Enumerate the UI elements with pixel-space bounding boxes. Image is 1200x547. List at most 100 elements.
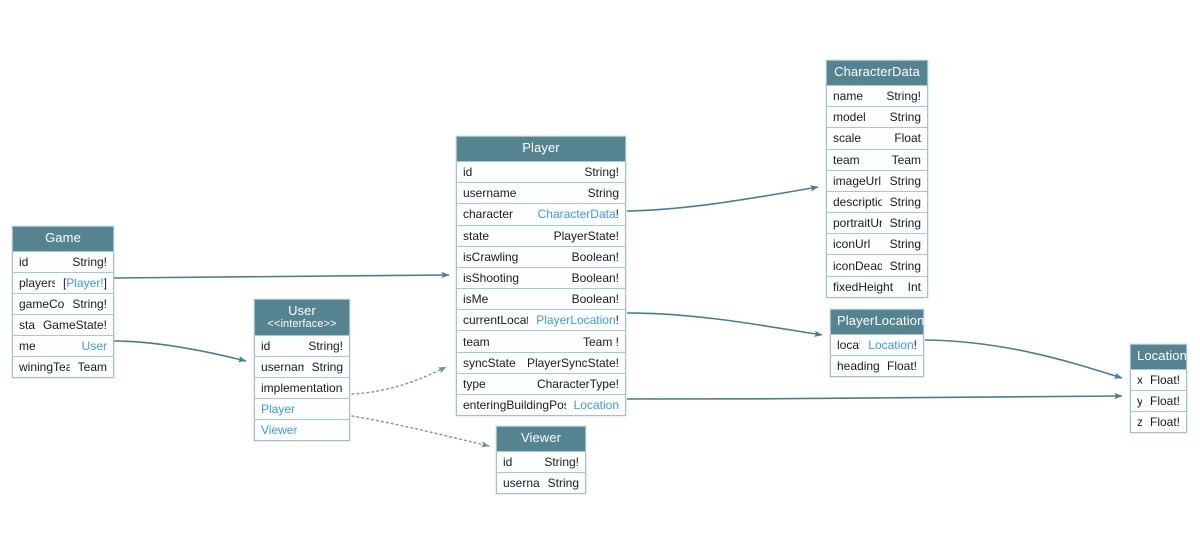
field-game-gamecode[interactable]: gameCode String!	[13, 292, 113, 314]
field-type: CharacterType!	[536, 376, 619, 391]
entity-playerlocation-title: PlayerLocation	[831, 310, 924, 334]
field-name: id	[463, 165, 473, 180]
field-game-winingteam[interactable]: winingTeam Team	[13, 355, 113, 377]
entity-user-stereotype: <<interface>>	[267, 317, 337, 330]
field-name: model	[833, 110, 866, 125]
edge-game-players-to-player	[113, 271, 450, 279]
field-characterdata-portraiturl[interactable]: portraitUrl String	[827, 212, 927, 234]
entity-player[interactable]: Player id String! username String charac…	[456, 136, 626, 417]
field-characterdata-icondeadurl[interactable]: iconDeadUrl String	[827, 254, 927, 276]
field-type: User	[82, 339, 107, 353]
field-characterdata-model[interactable]: model String	[827, 106, 927, 128]
field-characterdata-scale[interactable]: scale Float	[827, 127, 927, 149]
field-name: iconUrl	[833, 237, 871, 252]
entity-location-title: Location	[1131, 345, 1187, 369]
edge-player-currentlocation-to-playerlocation	[626, 312, 823, 338]
edge-game-me-to-user	[113, 340, 247, 363]
field-type: Float!	[1149, 414, 1180, 429]
entity-characterdata-title: CharacterData	[827, 61, 927, 85]
field-type: PlayerState!	[553, 228, 619, 243]
field-player-isshooting[interactable]: isShooting Boolean!	[457, 266, 625, 289]
field-name: enteringBuildingPosition	[463, 398, 566, 413]
type-suffix: !	[615, 207, 619, 222]
implementations-label: implementations	[261, 381, 343, 396]
field-name: isShooting	[463, 270, 520, 285]
field-characterdata-imageurl[interactable]: imageUrl String	[827, 169, 927, 191]
field-playerlocation-location[interactable]: location Location!	[831, 333, 923, 355]
field-type: Team	[77, 359, 107, 374]
field-type: Boolean!	[571, 292, 619, 307]
field-game-players[interactable]: players [Player!]	[13, 271, 113, 293]
implementation-player[interactable]: Player	[255, 398, 349, 420]
field-characterdata-name[interactable]: name String!	[827, 84, 927, 107]
field-type: String!	[72, 254, 107, 269]
field-type: PlayerLocation!	[536, 313, 619, 327]
field-player-state[interactable]: state PlayerState!	[457, 224, 625, 246]
field-location-y[interactable]: y Float!	[1131, 389, 1186, 411]
field-type: String	[889, 258, 921, 273]
field-player-username[interactable]: username String	[457, 182, 625, 204]
field-name: state	[19, 317, 35, 332]
type-link[interactable]: CharacterData	[537, 207, 616, 222]
field-name: description	[833, 194, 882, 209]
edge-player-entering-to-location	[626, 392, 1123, 400]
entity-user-name: User	[288, 303, 316, 318]
field-playerlocation-heading[interactable]: heading Float!	[831, 354, 923, 376]
type-link[interactable]: Location	[868, 337, 914, 352]
entity-characterdata[interactable]: CharacterData name String! model String …	[826, 60, 928, 298]
entity-user[interactable]: User <<interface>> id String! username S…	[254, 299, 350, 442]
field-viewer-username[interactable]: username String	[497, 471, 585, 493]
field-player-syncstate[interactable]: syncState PlayerSyncState!	[457, 351, 625, 373]
field-name: username	[261, 360, 304, 375]
field-player-team[interactable]: team Team !	[457, 330, 625, 352]
field-player-type[interactable]: type CharacterType!	[457, 372, 625, 394]
field-type: String	[889, 237, 921, 252]
field-type: CharacterData!	[538, 207, 619, 221]
entity-game[interactable]: Game id String! players [Player!] gameCo…	[12, 226, 114, 378]
field-type: String	[311, 360, 343, 375]
field-characterdata-iconurl[interactable]: iconUrl String	[827, 233, 927, 255]
field-viewer-id[interactable]: id String!	[497, 450, 585, 472]
field-type: Float!	[1149, 372, 1180, 387]
field-type: String!	[584, 165, 619, 180]
field-name: scale	[833, 131, 862, 146]
field-type: [Player!]	[63, 276, 107, 290]
field-player-currentlocation[interactable]: currentLocation PlayerLocation!	[457, 309, 625, 331]
field-location-x[interactable]: x Float!	[1131, 368, 1186, 390]
entity-location[interactable]: Location x Float! y Float! z Float!	[1130, 344, 1187, 433]
field-type: Int	[907, 279, 921, 294]
field-player-id[interactable]: id String!	[457, 160, 625, 183]
field-name: y	[1137, 393, 1142, 408]
field-name: isMe	[463, 292, 489, 307]
field-characterdata-fixedheight[interactable]: fixedHeight Int	[827, 275, 927, 297]
type-link[interactable]: PlayerLocation	[536, 313, 616, 328]
implementation-name[interactable]: Viewer	[261, 423, 298, 438]
field-user-id[interactable]: id String!	[255, 335, 349, 357]
field-name: username	[503, 475, 540, 490]
type-link[interactable]: User	[81, 338, 107, 353]
field-game-state[interactable]: state GameState!	[13, 313, 113, 335]
implementation-viewer[interactable]: Viewer	[255, 419, 349, 441]
field-type: String	[587, 186, 619, 201]
type-link[interactable]: Location	[573, 398, 619, 413]
field-game-id[interactable]: id String!	[13, 250, 113, 272]
field-characterdata-team[interactable]: team Team	[827, 148, 927, 170]
field-player-enteringbuildingposition[interactable]: enteringBuildingPosition Location	[457, 394, 625, 416]
entity-viewer[interactable]: Viewer id String! username String	[496, 426, 586, 494]
entity-player-title: Player	[457, 137, 625, 161]
field-characterdata-description[interactable]: description String	[827, 190, 927, 213]
field-player-iscrawling[interactable]: isCrawling Boolean!	[457, 245, 625, 267]
field-player-isme[interactable]: isMe Boolean!	[457, 288, 625, 310]
field-type: Team	[891, 152, 921, 167]
field-name: winingTeam	[19, 359, 70, 374]
field-game-me[interactable]: me User	[13, 334, 113, 356]
implementation-name[interactable]: Player	[261, 402, 296, 417]
type-suffix: !	[615, 313, 619, 328]
field-player-character[interactable]: character CharacterData!	[457, 203, 625, 225]
type-link[interactable]: Player!	[66, 275, 104, 290]
entity-playerlocation[interactable]: PlayerLocation location Location! headin…	[830, 309, 924, 377]
field-type: String!	[544, 454, 579, 469]
field-location-z[interactable]: z Float!	[1131, 410, 1186, 432]
field-user-username[interactable]: username String	[255, 356, 349, 378]
